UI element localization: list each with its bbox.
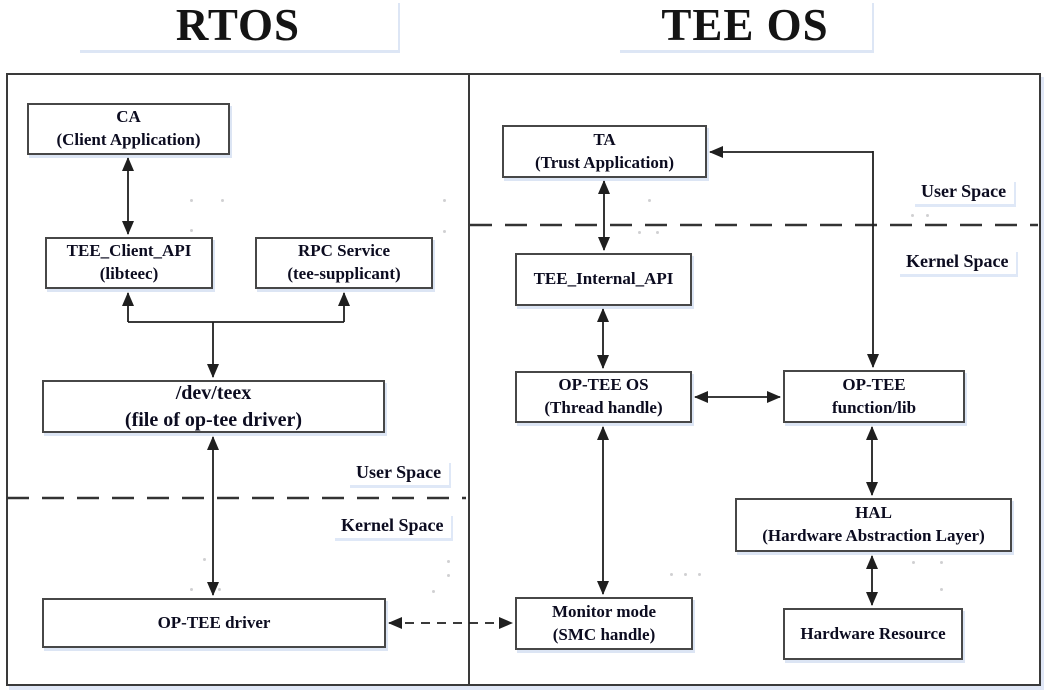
rpc-service-line2: (tee-supplicant): [287, 264, 401, 283]
hardware-resource-line1: Hardware Resource: [800, 623, 946, 643]
rtos-kernel-space-label: Kernel Space: [333, 513, 452, 538]
artifact-dot: [940, 588, 943, 591]
dev-teex-line1: /dev/teex: [175, 381, 252, 404]
tee-client-api-box: TEE_Client_API (libteec): [45, 237, 213, 289]
artifact-dot: [670, 573, 673, 576]
rtos-title-text: RTOS: [175, 0, 301, 50]
monitor-mode-line1: Monitor mode: [551, 601, 657, 621]
ta-box-line2: (Trust Application): [534, 152, 674, 172]
tee-internal-api-line1: TEE_Internal_API: [533, 269, 674, 289]
artifact-dot: [638, 231, 641, 234]
tee-os-title: TEE OS: [618, 0, 872, 50]
ca-box-line1: CA: [116, 107, 141, 127]
hal-line1: HAL: [855, 503, 892, 523]
artifact-dot: [447, 560, 450, 563]
dev-teex-line2: (file of op-tee driver): [124, 408, 303, 431]
hardware-resource-box: Hardware Resource: [783, 608, 963, 660]
dev-teex-box: /dev/teex (file of op-tee driver): [42, 380, 385, 433]
op-tee-function-lib-box: OP-TEE function/lib: [783, 370, 965, 423]
op-tee-driver-box: OP-TEE driver: [42, 598, 386, 648]
artifact-dot: [912, 561, 915, 564]
artifact-dot: [203, 558, 206, 561]
rpc-service-box: RPC Service (tee-supplicant): [255, 237, 433, 289]
artifact-dot: [911, 214, 914, 217]
op-tee-function-line1: OP-TEE: [842, 374, 906, 394]
rtos-title: RTOS: [78, 0, 398, 50]
artifact-dot: [190, 229, 193, 232]
artifact-dot: [190, 588, 193, 591]
artifact-dot: [656, 231, 659, 234]
tee-os-title-text: TEE OS: [661, 0, 829, 50]
rpc-service-line1: RPC Service: [297, 241, 391, 261]
artifact-dot: [221, 199, 224, 202]
monitor-mode-box: Monitor mode (SMC handle): [515, 597, 693, 650]
ta-box-line1: TA: [593, 129, 616, 149]
tee-client-api-line2: (libteec): [99, 264, 159, 283]
artifact-dot: [684, 573, 687, 576]
artifact-dot: [443, 230, 446, 233]
op-tee-os-line1: OP-TEE OS: [558, 375, 649, 395]
monitor-mode-line2: (SMC handle): [552, 624, 656, 644]
hal-line2: (Hardware Abstraction Layer): [762, 526, 985, 545]
op-tee-driver-line1: OP-TEE driver: [157, 612, 271, 632]
artifact-dot: [218, 588, 221, 591]
op-tee-function-line2: function/lib: [831, 397, 917, 417]
artifact-dot: [447, 574, 450, 577]
op-tee-os-line2: (Thread handle): [544, 398, 663, 417]
artifact-dot: [926, 214, 929, 217]
hal-box: HAL (Hardware Abstraction Layer): [735, 498, 1012, 552]
tee-client-api-line1: TEE_Client_API: [66, 241, 192, 261]
tee-os-user-space-label: User Space: [913, 179, 1015, 204]
tee-internal-api-box: TEE_Internal_API: [515, 253, 692, 306]
tee-os-kernel-space-label: Kernel Space: [898, 249, 1017, 274]
panel-divider-line: [468, 73, 470, 686]
op-tee-os-box: OP-TEE OS (Thread handle): [515, 371, 692, 423]
artifact-dot: [940, 561, 943, 564]
artifact-dot: [648, 199, 651, 202]
artifact-dot: [443, 199, 446, 202]
artifact-dot: [432, 590, 435, 593]
artifact-dot: [190, 199, 193, 202]
rtos-user-space-label: User Space: [348, 460, 450, 485]
ca-box-line2: (Client Application): [56, 130, 201, 149]
artifact-dot: [698, 573, 701, 576]
ta-box: TA (Trust Application): [502, 125, 707, 178]
ca-box: CA (Client Application): [27, 103, 230, 155]
